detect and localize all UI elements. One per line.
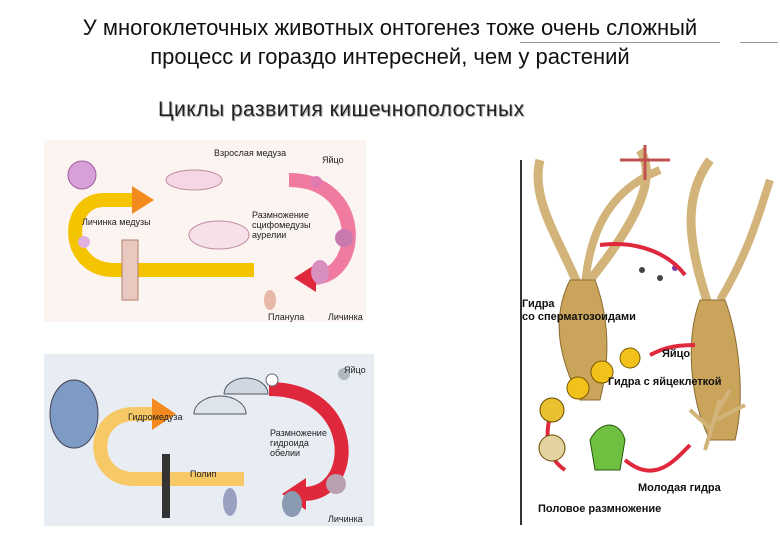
label-larva: Личинка bbox=[328, 312, 363, 322]
label-young-hydra: Молодая гидра bbox=[638, 482, 721, 494]
label-hydromedusa: Гидромедуза bbox=[128, 412, 183, 422]
adult-medusa-2-icon bbox=[188, 220, 250, 250]
slide-title-line-2: процесс и гораздо интересней, чем у раст… bbox=[150, 44, 630, 69]
label-adult-medusa: Взрослая медуза bbox=[214, 148, 287, 158]
egg-2-icon bbox=[338, 368, 350, 380]
red-arrow-egg bbox=[649, 343, 696, 357]
strobila-icon bbox=[121, 239, 139, 301]
yellow-arrow-left bbox=[93, 407, 154, 486]
slide-title-line-1: У многоклеточных животных онтогенез тоже… bbox=[82, 15, 698, 40]
orange-arrowhead bbox=[152, 398, 176, 430]
label-egg: Яйцо bbox=[322, 155, 344, 165]
label-hydra-sperm: Гидра со сперматозоидами bbox=[522, 298, 636, 323]
larva-icon bbox=[282, 491, 302, 517]
adult-medusa-icon bbox=[165, 169, 223, 191]
label-polyp: Полип bbox=[190, 469, 217, 479]
label-reproduction: Размножение сцифомедузы аурелии bbox=[252, 210, 311, 240]
title-underline-decoration bbox=[520, 42, 720, 43]
morula-icon bbox=[326, 474, 346, 494]
label-sexual-reproduction: Половое размножение bbox=[538, 503, 662, 515]
polyp-icon bbox=[223, 488, 237, 516]
egg-icon bbox=[265, 373, 279, 387]
scyphozoa-cycle-panel: Взрослая медуза Яйцо Личинка медузы Разм… bbox=[44, 140, 366, 322]
label-planula: Планула bbox=[268, 312, 305, 322]
label-egg: Яйцо bbox=[662, 348, 691, 360]
label-medusa-larva: Личинка медузы bbox=[82, 217, 151, 227]
title-underline-decoration-2 bbox=[740, 42, 778, 43]
young-hydra-icon bbox=[688, 388, 746, 451]
orange-arrowhead bbox=[132, 186, 154, 214]
embryo-icon bbox=[589, 424, 626, 471]
medusa-larva-icon bbox=[67, 160, 97, 190]
egg-stage-1 bbox=[619, 347, 641, 369]
red-arrow-sperm bbox=[599, 242, 687, 277]
egg-stage-2 bbox=[590, 360, 614, 384]
label-larva: Личинка bbox=[328, 514, 363, 524]
hydromedusa-2-icon bbox=[193, 395, 247, 415]
label-egg: Яйцо bbox=[344, 365, 366, 375]
scyphozoa-cycle-figure bbox=[44, 140, 366, 322]
egg-stage-3 bbox=[566, 376, 590, 400]
egg-icon bbox=[310, 176, 322, 188]
hydroid-cycle-panel: Яйцо Гидромедуза Размножение гидроида об… bbox=[44, 354, 374, 526]
red-arrow-right bbox=[268, 382, 349, 501]
egg-stage-5 bbox=[538, 434, 566, 462]
label-reproduction: Размножение гидроида обелии bbox=[270, 428, 327, 458]
label-hydra-egg-cell: Гидра с яйцеклеткой bbox=[608, 376, 722, 388]
slide-subtitle: Циклы развития кишечнополостных bbox=[158, 98, 525, 121]
hydra-cycle-figure bbox=[520, 140, 776, 525]
morula-icon bbox=[335, 229, 353, 247]
larva-icon bbox=[311, 260, 329, 284]
planula-icon bbox=[264, 290, 276, 310]
egg-stage-4 bbox=[539, 397, 565, 423]
hydroid-cycle-figure bbox=[44, 354, 374, 526]
polyp-stalk-icon bbox=[162, 454, 170, 518]
small-medusa-icon bbox=[78, 236, 90, 248]
red-arrow-young bbox=[623, 443, 692, 473]
yellow-arrow-left bbox=[68, 193, 134, 277]
hydromedusa-icon bbox=[223, 377, 269, 395]
hydra-cycle-panel: Гидра со сперматозоидами Яйцо Гидра с яй… bbox=[520, 140, 776, 525]
red-arrowhead bbox=[294, 264, 316, 292]
hydroid-colony-icon bbox=[49, 379, 99, 449]
